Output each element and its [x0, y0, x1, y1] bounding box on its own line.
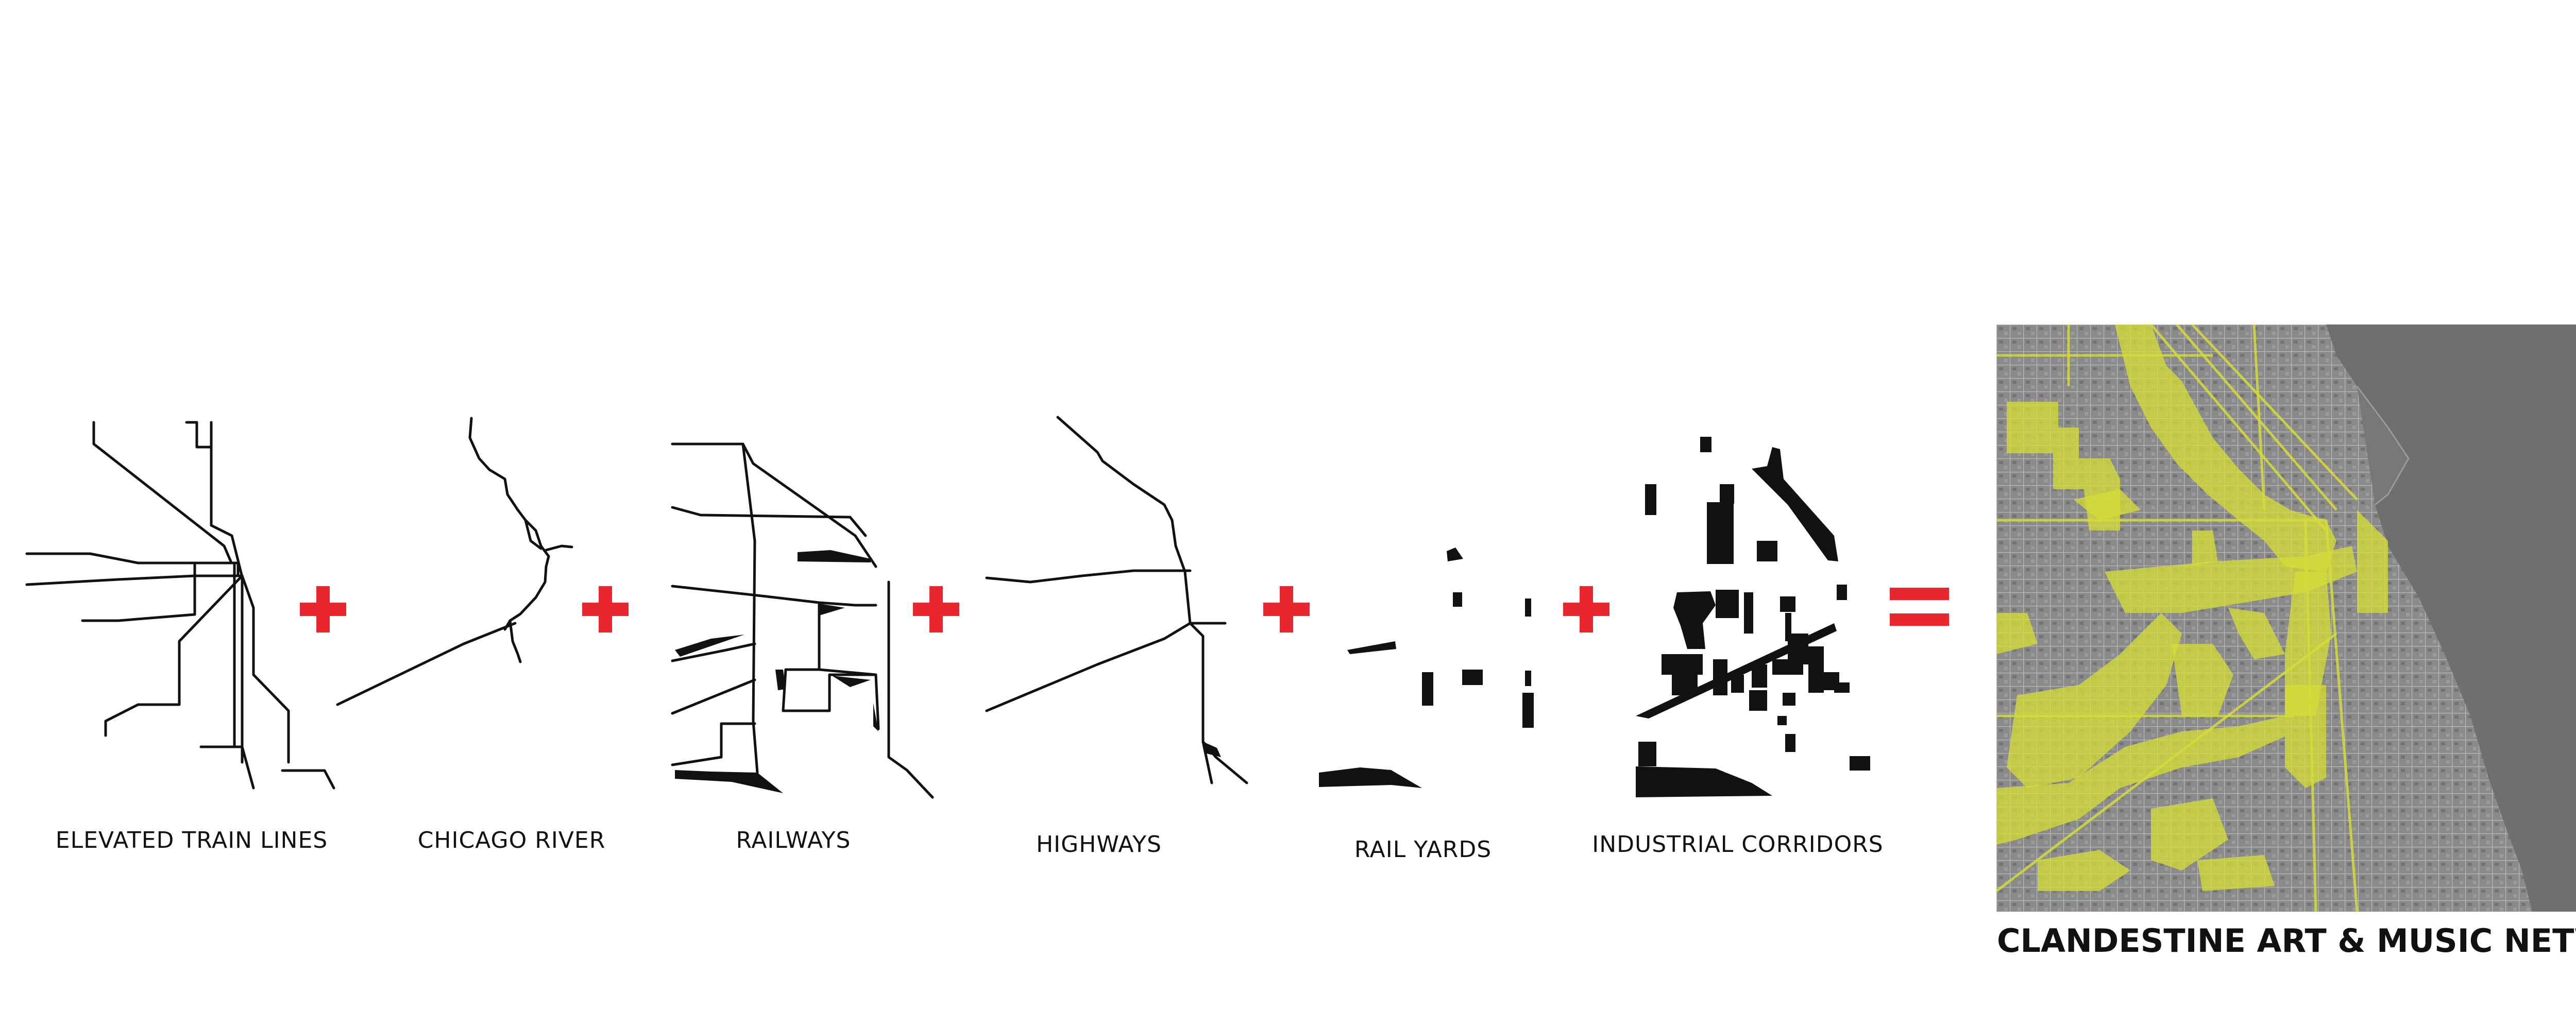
panel-label-chicago-river: CHICAGO RIVER [417, 827, 606, 853]
equals-icon [1890, 588, 1949, 626]
panel-label-industrial-corridors: INDUSTRIAL CORRIDORS [1592, 831, 1884, 858]
panel-label-elevated-train-lines: ELEVATED TRAIN LINES [55, 827, 328, 853]
panel-label-highways: HIGHWAYS [1036, 831, 1162, 858]
plus-icon [1563, 586, 1609, 632]
panel-label-rail-yards: RAIL YARDS [1354, 836, 1492, 863]
clandestine-network-map [1996, 324, 2576, 912]
plus-icon [913, 586, 959, 632]
plus-icon [582, 586, 629, 632]
result-title: CLANDESTINE ART & MUSIC NETWORK [1997, 922, 2576, 960]
plus-icon [1263, 586, 1310, 632]
panel-label-railways: RAILWAYS [736, 827, 851, 853]
plus-icon [300, 586, 346, 632]
